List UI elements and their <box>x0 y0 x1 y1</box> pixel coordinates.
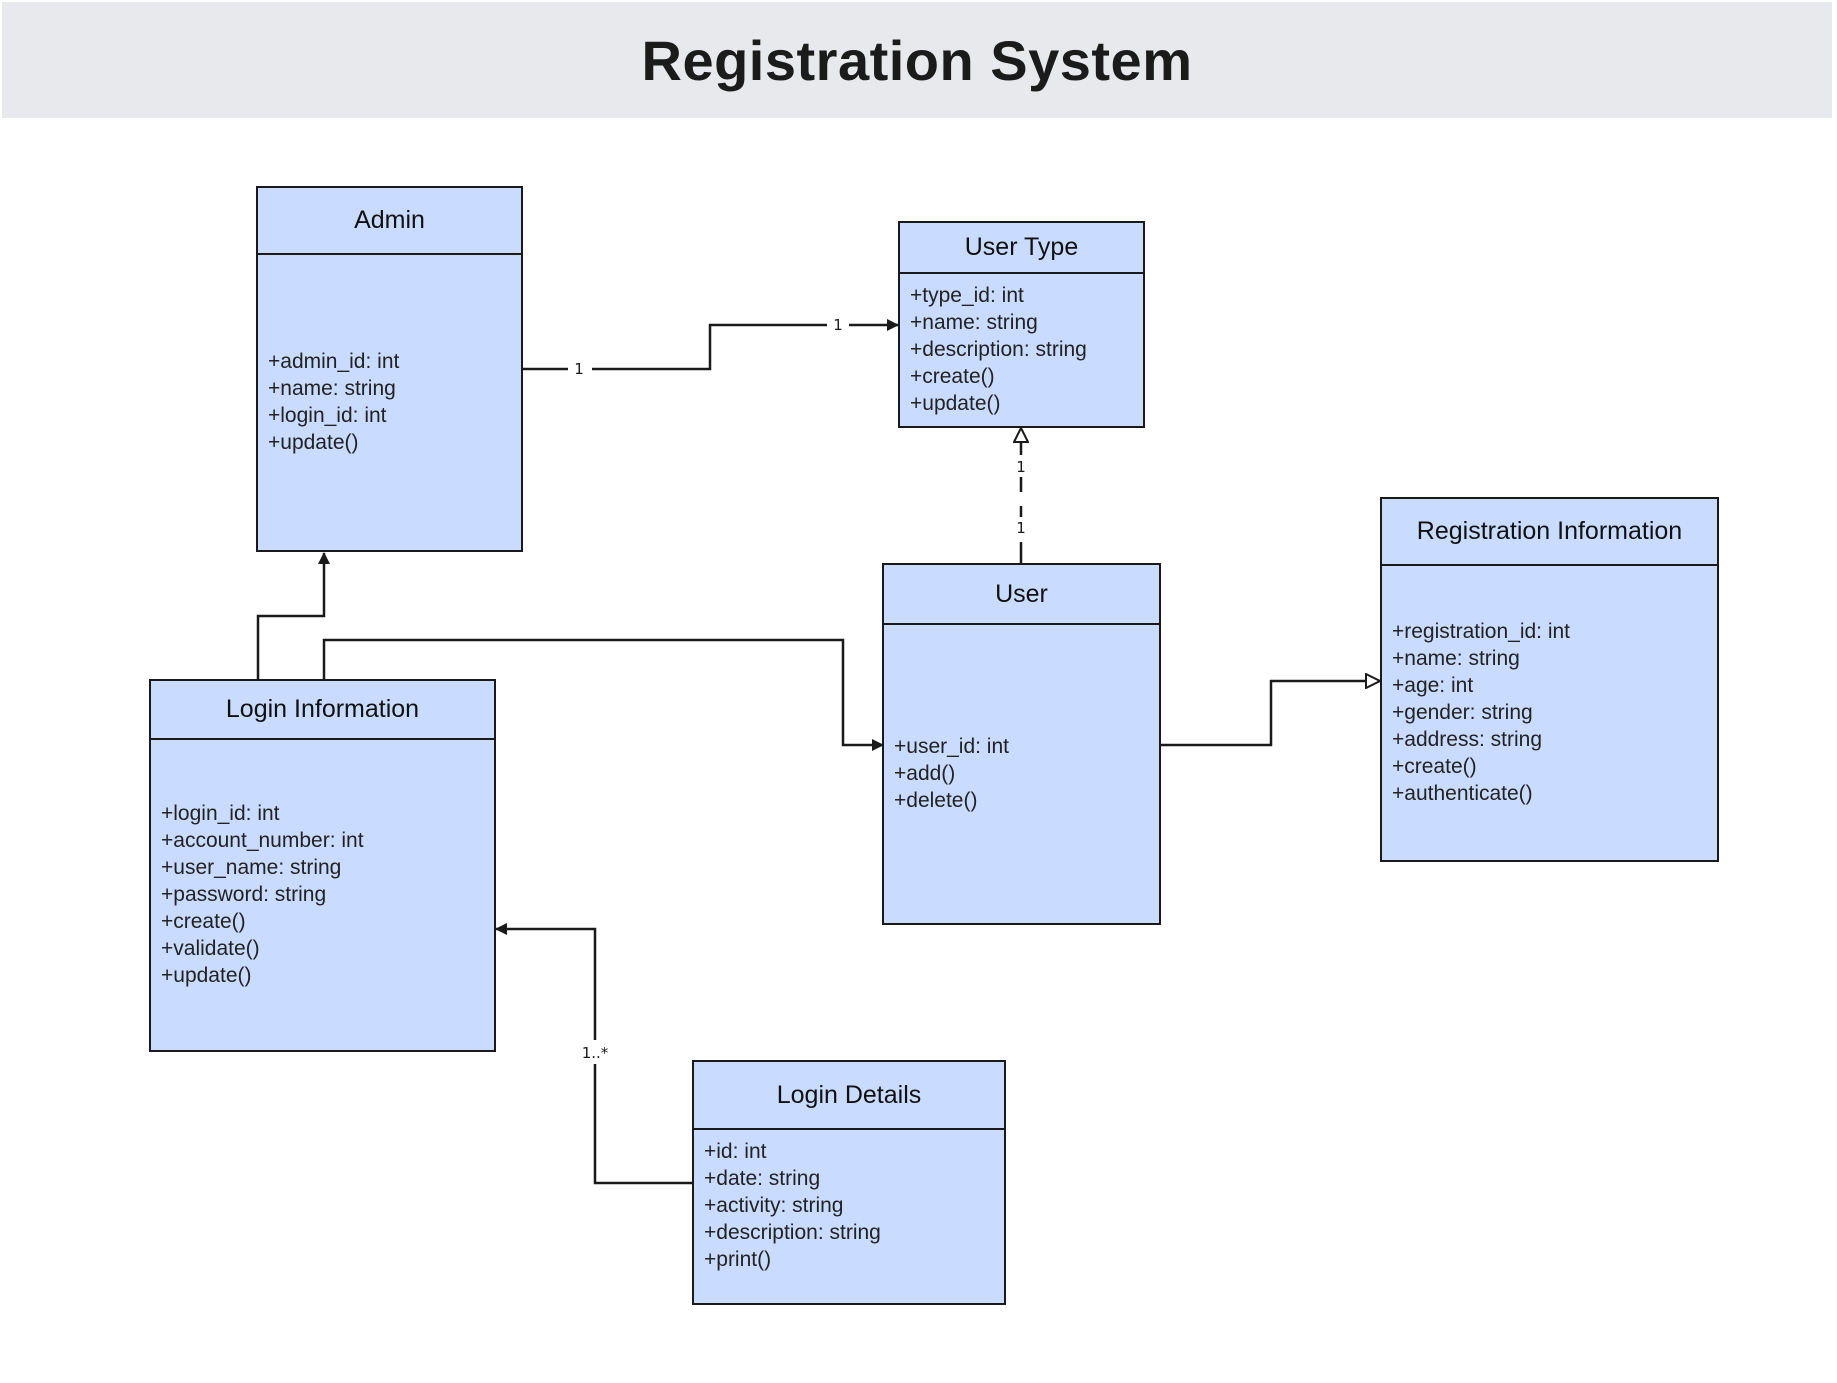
login-information-user-association <box>322 638 884 751</box>
class-admin-members: +admin_id: int +name: string +login_id: … <box>258 255 521 549</box>
class-login-details-name: Login Details <box>694 1062 1004 1130</box>
class-member: +admin_id: int <box>268 350 400 373</box>
class-member: +description: string <box>704 1221 881 1244</box>
class-member: +print() <box>704 1248 772 1271</box>
title-bar: Registration System <box>2 2 1832 118</box>
class-user[interactable]: User +user_id: int +add() +delete() <box>882 563 1161 925</box>
class-member: +user_name: string <box>161 856 342 879</box>
class-user-type-members: +type_id: int +name: string +description… <box>900 274 1143 425</box>
class-member: +name: string <box>1392 647 1520 670</box>
class-registration-information-members: +registration_id: int +name: string +age… <box>1382 566 1717 859</box>
class-member: +account_number: int <box>161 829 364 852</box>
user-user-type-source-multiplicity: 1 <box>1016 519 1026 537</box>
class-member: +id: int <box>704 1140 767 1163</box>
class-member: +login_id: int <box>268 404 387 427</box>
class-login-details[interactable]: Login Details +id: int +date: string +ac… <box>692 1060 1006 1305</box>
class-member: +date: string <box>704 1167 821 1190</box>
mult-bg <box>568 358 592 380</box>
class-member: +address: string <box>1392 728 1542 751</box>
class-member: +age: int <box>1392 674 1474 697</box>
class-member: +type_id: int <box>910 284 1024 307</box>
class-user-name: User <box>884 565 1159 625</box>
class-member: +create() <box>1392 755 1477 778</box>
class-member: +delete() <box>894 789 978 812</box>
class-user-type[interactable]: User Type +type_id: int +name: string +d… <box>898 221 1145 428</box>
class-login-information[interactable]: Login Information +login_id: int +accoun… <box>149 679 496 1052</box>
class-user-members: +user_id: int +add() +delete() <box>884 625 1159 922</box>
class-admin[interactable]: Admin +admin_id: int +name: string +logi… <box>256 186 523 552</box>
login-information-admin-association <box>256 552 330 681</box>
mult-bg <box>1010 517 1032 539</box>
class-member: +create() <box>910 365 995 388</box>
class-member: +password: string <box>161 883 327 906</box>
class-login-information-members: +login_id: int +account_number: int +use… <box>151 740 494 1049</box>
admin-user-type-association <box>522 319 899 371</box>
class-member: +validate() <box>161 937 260 960</box>
login-details-source-multiplicity: 1..* <box>582 1044 609 1062</box>
class-member: +create() <box>161 910 246 933</box>
class-member: +update() <box>161 964 252 987</box>
class-member: +description: string <box>910 338 1087 361</box>
diagram-title: Registration System <box>641 28 1193 92</box>
admin-user-type-target-multiplicity: 1 <box>833 316 843 334</box>
class-registration-information-name: Registration Information <box>1382 499 1717 566</box>
class-member: +user_id: int <box>894 735 1009 758</box>
class-admin-name: Admin <box>258 188 521 255</box>
mult-bg <box>1010 455 1032 477</box>
user-registration-information-generalization <box>1160 681 1380 747</box>
class-member: +authenticate() <box>1392 782 1533 805</box>
mult-bg <box>827 314 849 336</box>
class-login-information-name: Login Information <box>151 681 494 740</box>
class-member: +name: string <box>910 311 1038 334</box>
mult-bg <box>578 1040 614 1064</box>
class-user-type-name: User Type <box>900 223 1143 274</box>
class-registration-information[interactable]: Registration Information +registration_i… <box>1380 497 1719 862</box>
class-member: +add() <box>894 762 956 785</box>
class-login-details-members: +id: int +date: string +activity: string… <box>694 1130 1004 1302</box>
class-member: +update() <box>910 392 1001 415</box>
user-user-type-target-multiplicity: 1 <box>1016 458 1026 476</box>
class-member: +update() <box>268 431 359 454</box>
admin-user-type-source-multiplicity: 1 <box>574 360 584 378</box>
class-member: +gender: string <box>1392 701 1533 724</box>
class-member: +login_id: int <box>161 802 280 825</box>
class-member: +name: string <box>268 377 396 400</box>
class-member: +registration_id: int <box>1392 620 1571 643</box>
class-member: +activity: string <box>704 1194 844 1217</box>
